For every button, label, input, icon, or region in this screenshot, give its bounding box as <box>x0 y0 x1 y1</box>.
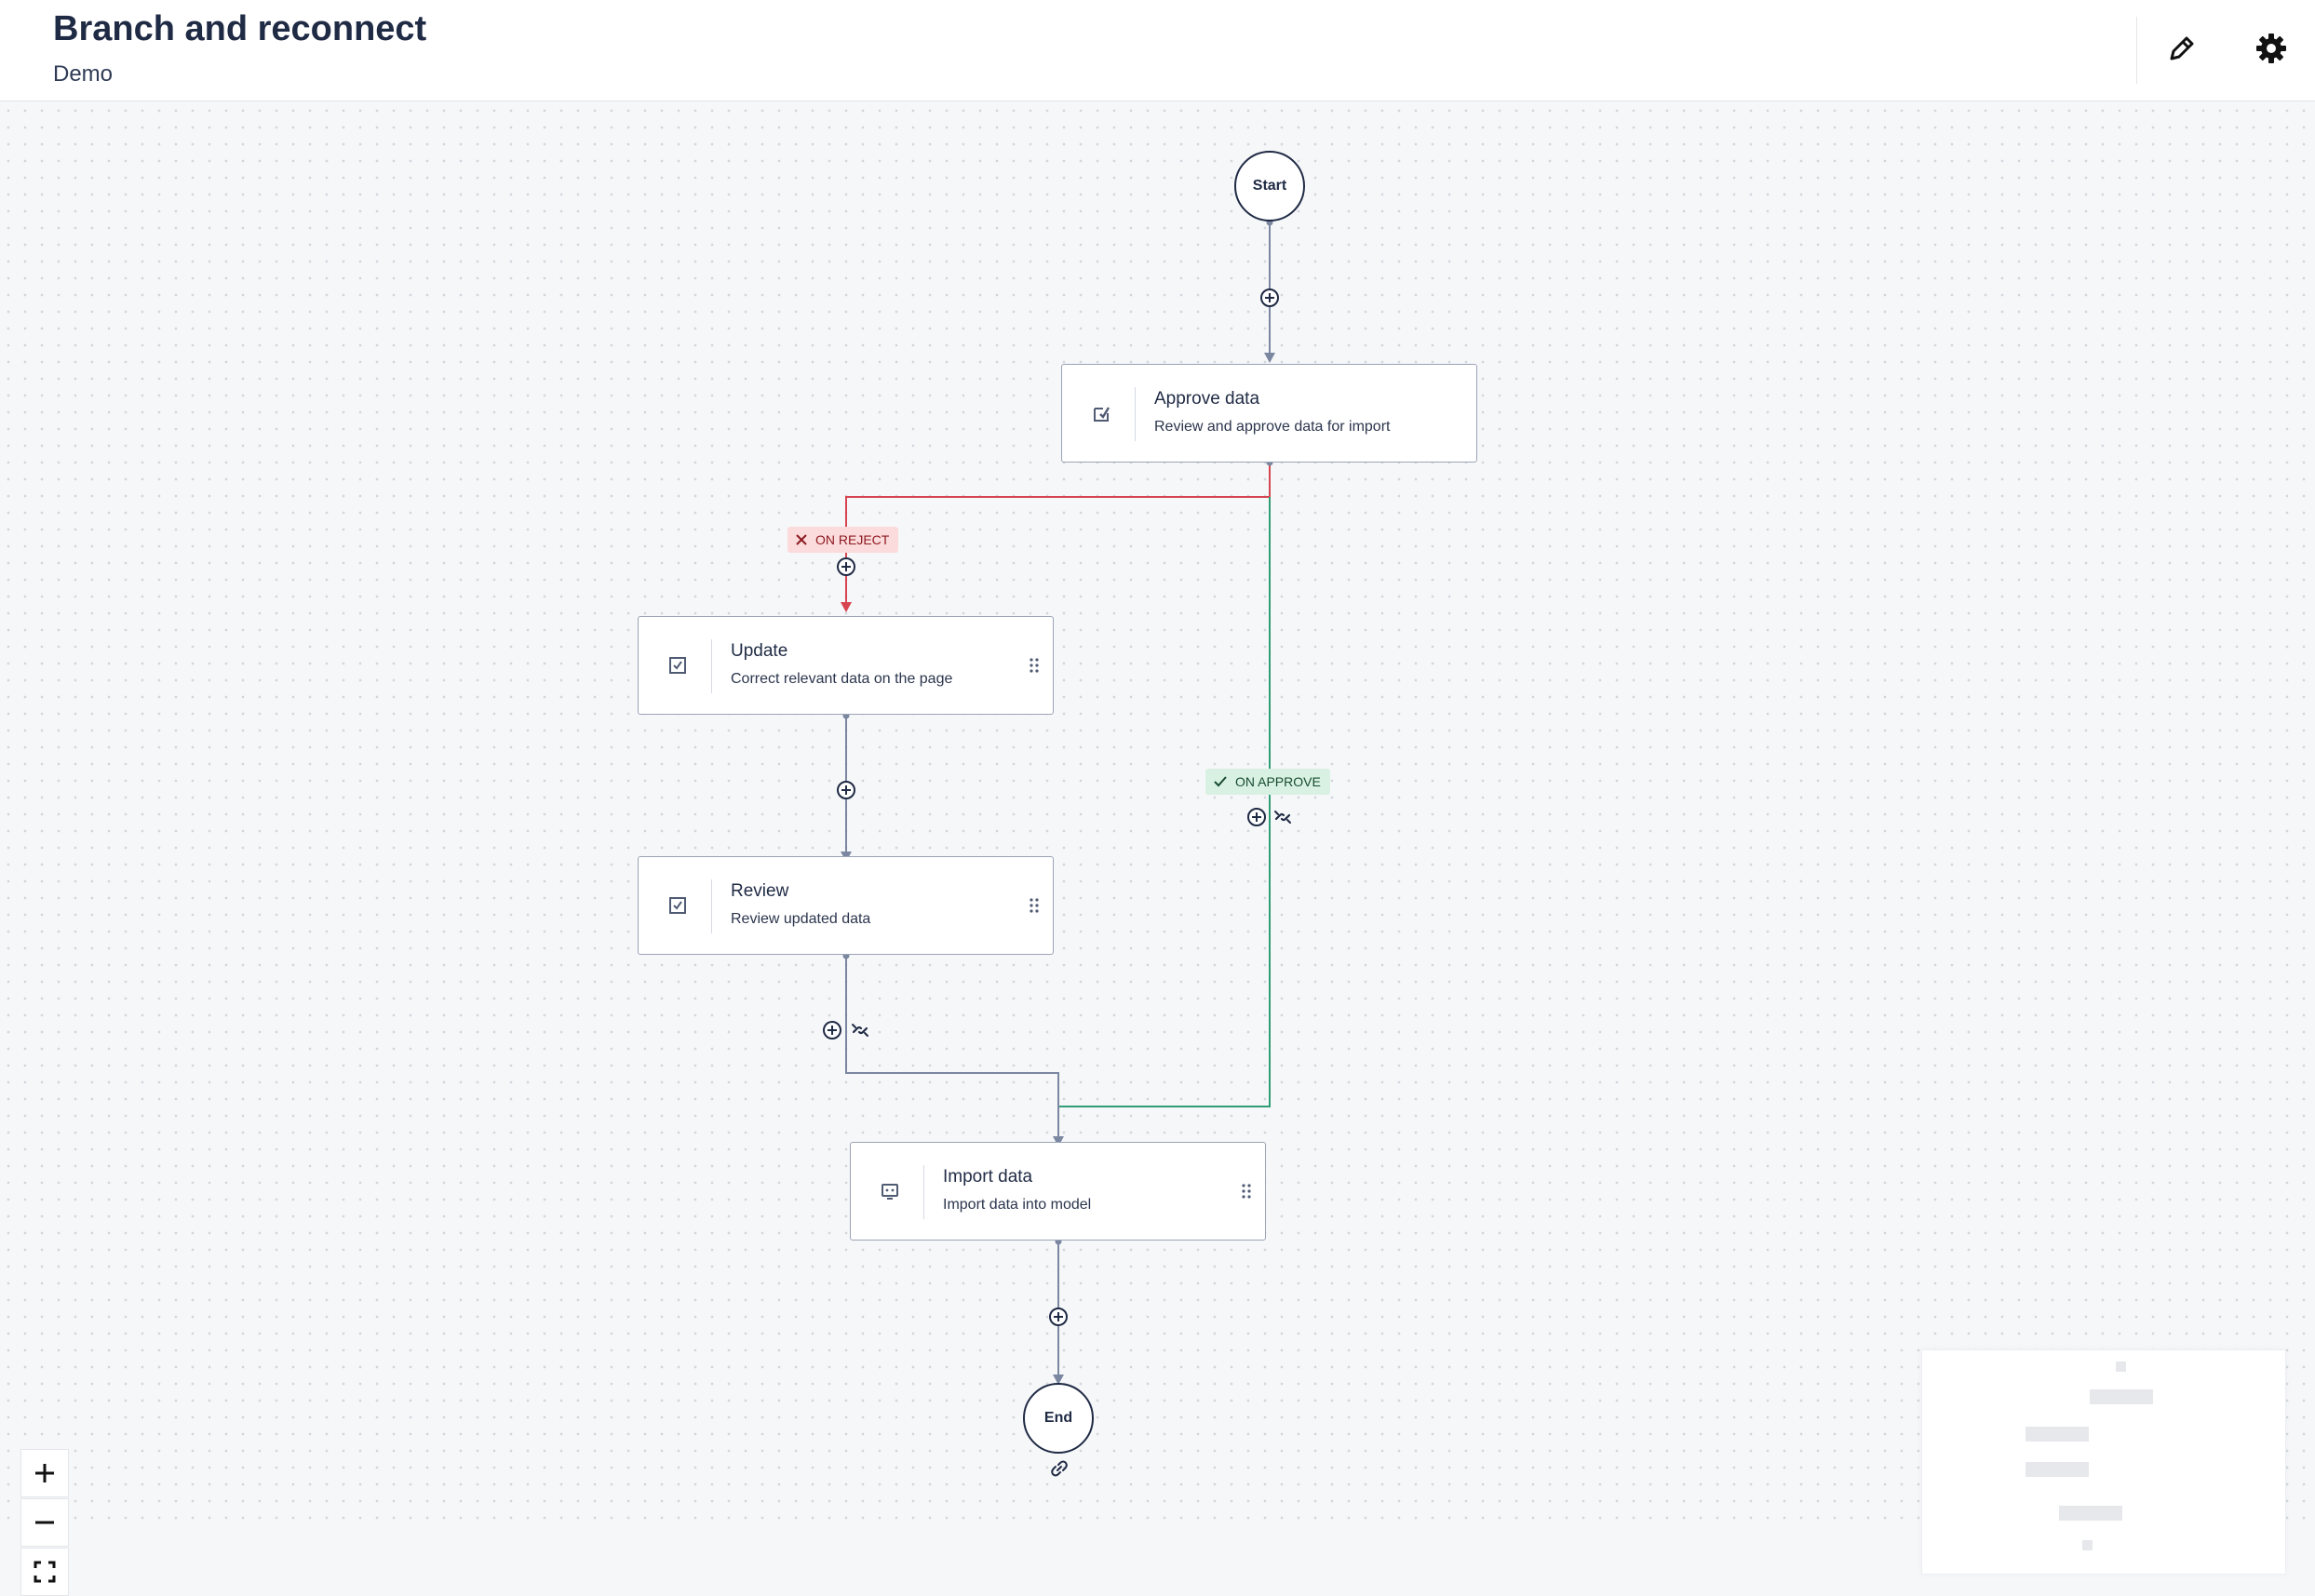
drag-handle-icon[interactable] <box>1029 656 1040 675</box>
add-step-button[interactable] <box>822 1020 842 1040</box>
node-description: Review and approve data for import <box>1154 419 1391 435</box>
node-title: Update <box>731 641 788 661</box>
plus-icon <box>35 1464 54 1482</box>
link-icon[interactable] <box>1048 1457 1070 1480</box>
minimap-node <box>2116 1361 2126 1372</box>
workflow-canvas[interactable]: Start Approve data Review and approve da… <box>0 102 2315 1596</box>
minimap-node <box>2090 1389 2153 1404</box>
page-subtitle: Demo <box>53 61 114 87</box>
edge-approve <box>1058 497 1271 1107</box>
minus-icon <box>35 1521 54 1524</box>
gear-icon <box>2256 34 2286 63</box>
node-review[interactable]: Review Review updated data <box>638 856 1054 955</box>
start-node[interactable]: Start <box>1234 151 1305 221</box>
minimap-node <box>2059 1506 2122 1521</box>
branch-approve-text: ON APPROVE <box>1235 774 1321 789</box>
page-title: Branch and reconnect <box>53 9 427 48</box>
branch-label-approve[interactable]: ON APPROVE <box>1205 769 1330 795</box>
fit-view-button[interactable] <box>20 1548 69 1596</box>
edge-reject <box>841 459 1273 612</box>
fullscreen-icon <box>34 1561 56 1583</box>
workflow-edges <box>841 219 1275 1385</box>
branch-reject-text: ON REJECT <box>815 532 890 547</box>
branch-label-reject[interactable]: ON REJECT <box>787 527 899 553</box>
edge-review-import <box>842 952 1064 1147</box>
node-title: Review <box>731 881 789 901</box>
end-node[interactable]: End <box>1023 1383 1094 1454</box>
drag-handle-icon[interactable] <box>1029 896 1040 915</box>
node-separator <box>1135 387 1136 441</box>
header-divider <box>2136 17 2137 84</box>
add-step-button[interactable] <box>836 557 856 577</box>
start-label: Start <box>1252 178 1287 194</box>
minimap-node <box>2082 1540 2093 1550</box>
end-label: End <box>1043 1410 1073 1426</box>
pencil-icon <box>2170 36 2194 60</box>
edit-button[interactable] <box>2158 24 2206 73</box>
import-icon <box>882 1184 898 1200</box>
node-separator <box>711 879 712 933</box>
app-header: Branch and reconnect Demo <box>0 0 2315 101</box>
settings-button[interactable] <box>2247 24 2295 73</box>
add-step-button[interactable] <box>1048 1307 1069 1327</box>
node-title: Import data <box>943 1167 1033 1187</box>
minimap[interactable] <box>1921 1349 2286 1575</box>
add-step-button[interactable] <box>836 780 856 800</box>
zoom-in-button[interactable] <box>20 1449 69 1497</box>
drag-handle-icon[interactable] <box>1241 1182 1252 1200</box>
zoom-out-button[interactable] <box>20 1498 69 1547</box>
node-import-data[interactable]: Import data Import data into model <box>850 1142 1266 1241</box>
node-description: Import data into model <box>943 1197 1092 1213</box>
node-title: Approve data <box>1154 389 1260 409</box>
node-description: Review updated data <box>731 911 871 927</box>
unlink-icon[interactable] <box>849 1019 871 1041</box>
checkbox-icon <box>669 657 686 674</box>
checkbox-icon <box>669 897 686 914</box>
minimap-node <box>2026 1427 2089 1442</box>
node-approve-data[interactable]: Approve data Review and approve data for… <box>1061 364 1477 463</box>
add-step-button[interactable] <box>1259 288 1280 308</box>
node-update[interactable]: Update Correct relevant data on the page <box>638 616 1054 715</box>
minimap-node <box>2026 1462 2089 1477</box>
node-separator <box>923 1165 924 1219</box>
node-description: Correct relevant data on the page <box>731 671 953 687</box>
unlink-icon[interactable] <box>1272 806 1294 828</box>
close-icon <box>796 534 807 545</box>
check-icon <box>1214 776 1227 787</box>
node-separator <box>711 639 712 693</box>
approval-icon <box>1094 407 1110 422</box>
add-step-button[interactable] <box>1246 807 1267 827</box>
